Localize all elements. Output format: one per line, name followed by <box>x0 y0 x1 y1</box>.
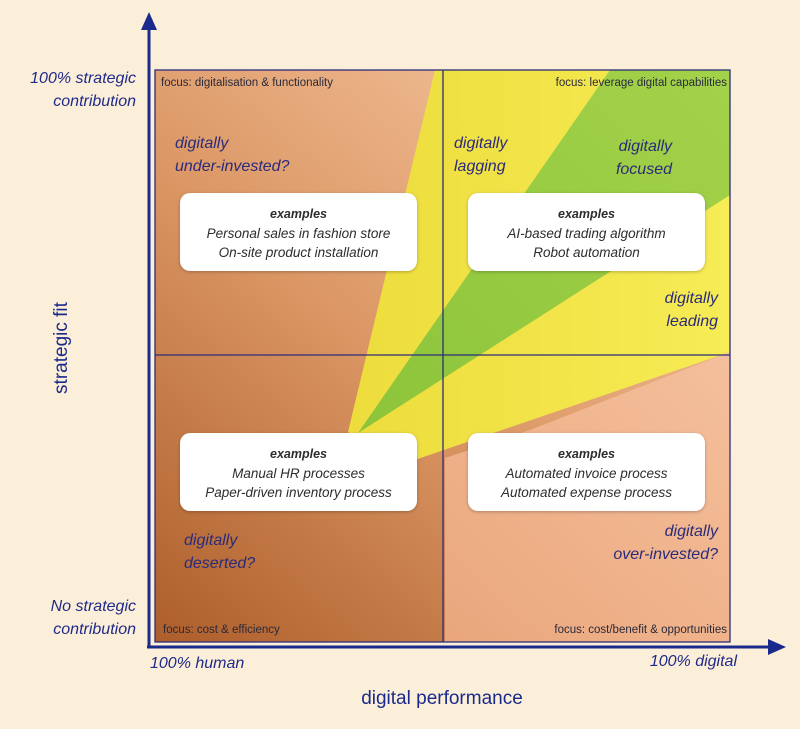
label-over-invested-line1: digitally <box>664 523 718 540</box>
x-left-label: 100% human <box>150 655 245 672</box>
label-leading-line1: digitally <box>664 290 718 307</box>
label-deserted-line1: digitally <box>184 532 238 549</box>
label-lagging-line2: lagging <box>454 158 506 175</box>
examples-heading: examples <box>558 447 615 461</box>
example-item: Personal sales in fashion store <box>206 226 391 241</box>
label-deserted-line2: deserted? <box>184 555 256 572</box>
label-deserted: digitally deserted? <box>184 529 255 575</box>
y-axis-arrowhead <box>141 12 157 30</box>
label-lagging: digitally lagging <box>454 132 507 178</box>
y-axis-title: strategic fit <box>51 302 72 394</box>
example-item: Paper-driven inventory process <box>205 485 392 500</box>
y-bottom-label-line2: contribution <box>53 621 136 638</box>
x-right-label: 100% digital <box>649 653 737 670</box>
label-focused-line1: digitally <box>618 138 672 155</box>
x-axis-arrowhead <box>768 639 786 655</box>
label-lagging-line1: digitally <box>454 135 508 152</box>
label-under-invested-line1: digitally <box>175 135 229 152</box>
examples-heading: examples <box>558 207 615 221</box>
example-item: AI-based trading algorithm <box>507 226 666 241</box>
y-bottom-label-line1: No strategic <box>50 598 136 615</box>
example-item: Automated invoice process <box>505 466 668 481</box>
focus-top-left: focus: digitalisation & functionality <box>161 77 333 89</box>
label-over-invested-line2: over-invested? <box>613 546 718 563</box>
examples-box-bottom-left: examples Manual HR processes Paper-drive… <box>180 433 417 511</box>
example-item: Automated expense process <box>500 485 673 500</box>
x-axis-title: digital performance <box>361 688 523 709</box>
examples-box-bottom-right: examples Automated invoice process Autom… <box>468 433 705 511</box>
y-top-label-line2: contribution <box>53 93 136 110</box>
examples-box-top-left: examples Personal sales in fashion store… <box>180 193 417 271</box>
example-item: Robot automation <box>533 245 640 260</box>
examples-heading: examples <box>270 207 327 221</box>
example-item: Manual HR processes <box>232 466 365 481</box>
y-bottom-label: No strategic contribution <box>14 595 136 641</box>
focus-bottom-left: focus: cost & efficiency <box>163 624 280 636</box>
y-top-label-line1: 100% strategic <box>30 70 136 87</box>
label-leading: digitally leading <box>620 287 718 333</box>
example-item: On-site product installation <box>218 245 379 260</box>
y-top-label: 100% strategic contribution <box>14 67 136 113</box>
examples-heading: examples <box>270 447 327 461</box>
focus-top-right: focus: leverage digital capabilities <box>555 77 727 89</box>
label-leading-line2: leading <box>666 313 718 330</box>
examples-box-top-right: examples AI-based trading algorithm Robo… <box>468 193 705 271</box>
focus-bottom-right: focus: cost/benefit & opportunities <box>554 624 727 636</box>
label-focused-line2: focused <box>615 161 672 178</box>
label-under-invested: digitally under-invested? <box>175 132 289 178</box>
label-over-invested: digitally over-invested? <box>580 520 718 566</box>
label-focused: digitally focused <box>590 135 672 181</box>
label-under-invested-line2: under-invested? <box>175 158 290 175</box>
